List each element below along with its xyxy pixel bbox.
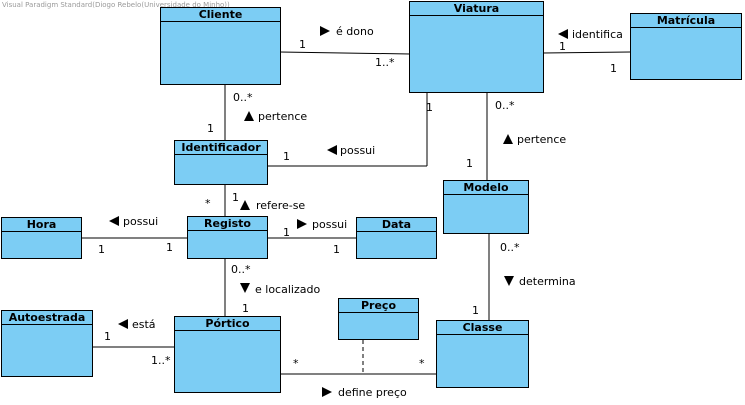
mult-identificador-registo-b: 1 [232,191,239,204]
mult-cliente-identificador-b: 1 [207,122,214,135]
class-title: Data [357,218,436,232]
mult-viatura-modelo-b: 1 [466,157,473,170]
mult-identificador-viatura-b: 1 [426,101,433,114]
class-preco[interactable]: Preço [338,298,419,340]
mult-identificador-registo-a: * [205,197,211,210]
mult-hora-registo-b: 1 [166,241,173,254]
arrow-esta [118,319,128,329]
mult-autoestrada-portico-b: 1..* [151,354,171,367]
arrow-pertence-modelo [503,134,513,144]
mult-hora-registo-a: 1 [98,243,105,256]
label-define-preco: define preço [338,386,407,399]
class-data[interactable]: Data [356,217,437,259]
class-title: Hora [2,218,81,232]
label-identifica: identifica [572,28,623,41]
label-e-localizado: e localizado [255,283,321,296]
label-pertence-cliente: pertence [258,110,308,123]
class-hora[interactable]: Hora [1,217,82,259]
class-title: Autoestrada [2,311,92,325]
class-matricula[interactable]: Matrícula [630,13,742,80]
class-title: Registo [188,217,267,231]
class-title: Identificador [175,141,267,155]
line-viatura-matricula [542,51,631,54]
mult-cliente-viatura-a: 1 [299,38,306,51]
mult-cliente-viatura-b: 1..* [375,56,395,69]
class-title: Modelo [444,181,528,195]
class-portico[interactable]: Pórtico [174,316,281,393]
arrow-determina [504,276,514,286]
class-title: Classe [437,321,528,335]
label-possui-hora: possui [123,215,159,228]
mult-registo-data-b: 1 [333,243,340,256]
label-determina: determina [519,275,576,288]
label-esta: está [132,318,156,331]
label-refere-se: refere-se [256,199,306,212]
mult-identificador-viatura-a: 1 [283,150,290,163]
class-cliente[interactable]: Cliente [160,7,281,85]
class-title: Viatura [410,2,543,16]
mult-modelo-classe-a: 0..* [500,241,520,254]
mult-portico-classe-b: * [419,357,425,370]
line-cliente-viatura [279,51,411,55]
mult-registo-data-a: 1 [283,226,290,239]
mult-viatura-modelo-a: 0..* [495,99,515,112]
class-title: Preço [339,299,418,313]
arrow-e-dono [320,26,330,36]
arrow-identifica [558,29,568,39]
arrow-possui-hora [109,216,119,226]
arrow-pertence-cliente [244,111,254,121]
mult-cliente-identificador-a: 0..* [233,91,253,104]
mult-registo-portico-b: 1 [242,302,249,315]
arrow-define-preco [322,387,332,397]
class-identificador[interactable]: Identificador [174,140,268,185]
label-pertence-modelo: pertence [517,133,567,146]
class-title: Pórtico [175,317,280,331]
mult-registo-portico-a: 0..* [231,263,251,276]
mult-viatura-matricula-b: 1 [610,62,617,75]
label-possui-data: possui [312,218,348,231]
mult-viatura-matricula-a: 1 [559,40,566,53]
label-e-dono: é dono [336,25,374,38]
mult-portico-classe-a: * [293,357,299,370]
arrow-refere-se [240,200,250,210]
mult-autoestrada-portico-a: 1 [104,330,111,343]
class-viatura[interactable]: Viatura [409,1,544,93]
class-title: Cliente [161,8,280,22]
arrow-possui-viatura [327,145,337,155]
class-modelo[interactable]: Modelo [443,180,529,234]
class-classe[interactable]: Classe [436,320,529,388]
label-possui-viatura: possui [340,144,376,157]
arrow-possui-data [297,219,307,229]
watermark: Visual Paradigm Standard(Diogo Rebelo(Un… [2,1,230,9]
arrow-localizado [240,283,250,293]
class-registo[interactable]: Registo [187,216,268,259]
class-autoestrada[interactable]: Autoestrada [1,310,93,377]
class-title: Matrícula [631,14,741,28]
mult-modelo-classe-b: 1 [472,304,479,317]
